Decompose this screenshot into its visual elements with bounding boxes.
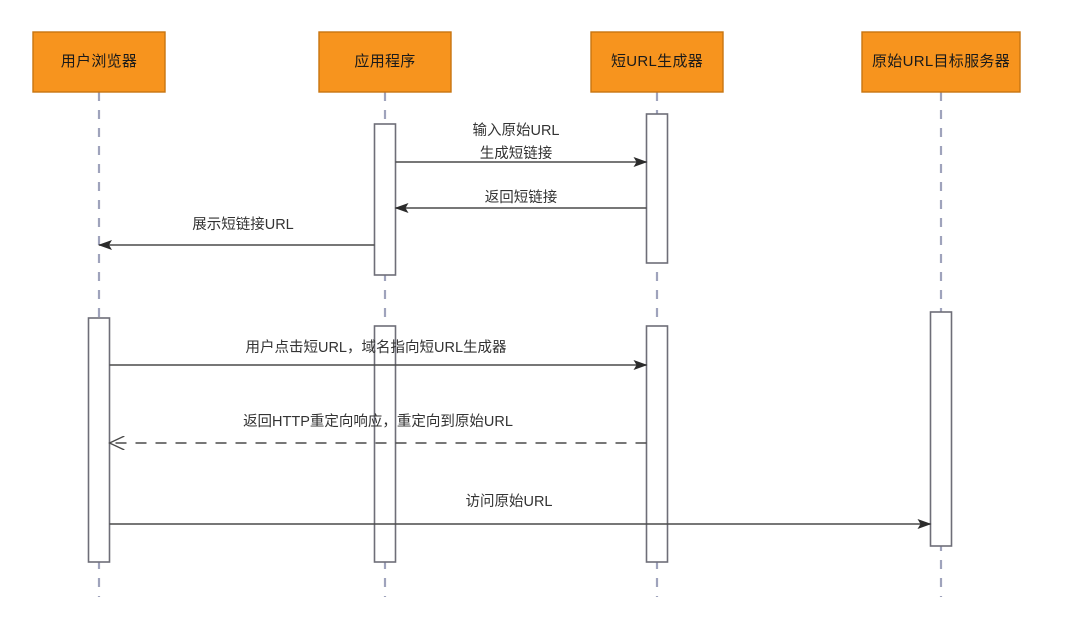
message-label-line: 返回短链接	[484, 190, 558, 206]
message-label-m2: 返回短链接	[485, 188, 558, 208]
activation-bar-app	[373, 325, 397, 563]
message-label-line: 返回HTTP重定向响应，重定向到原始URL	[243, 414, 513, 430]
participant-boxes-group	[32, 31, 1021, 93]
messages-group	[98, 157, 932, 529]
activation-bar-browser	[87, 317, 111, 563]
message-label-m5: 返回HTTP重定向响应，重定向到原始URL	[243, 412, 513, 432]
activation-bar-generator	[645, 325, 669, 563]
lifelines-group	[97, 92, 943, 597]
message-label-m4: 用户点击短URL，域名指向短URL生成器	[245, 338, 506, 358]
message-label-line: 生成短链接	[479, 146, 553, 162]
message-label-line: 输入原始URL	[472, 123, 560, 139]
participant-box-app[interactable]	[318, 31, 452, 93]
message-label-m3: 展示短链接URL	[192, 215, 294, 235]
message-label-line: 用户点击短URL，域名指向短URL生成器	[245, 340, 507, 356]
participant-box-browser[interactable]	[32, 31, 166, 93]
message-label-line: 访问原始URL	[465, 494, 553, 510]
message-label-line: 展示短链接URL	[192, 217, 294, 233]
activation-bar-generator	[645, 113, 669, 264]
message-label-m6: 访问原始URL	[465, 492, 552, 512]
activation-bar-app	[373, 123, 397, 276]
message-label-m1: 输入原始URL 生成短链接	[472, 120, 559, 166]
participant-box-target[interactable]	[861, 31, 1021, 93]
activation-bar-target	[929, 311, 953, 547]
activations-group	[87, 113, 953, 563]
participant-box-generator[interactable]	[590, 31, 724, 93]
